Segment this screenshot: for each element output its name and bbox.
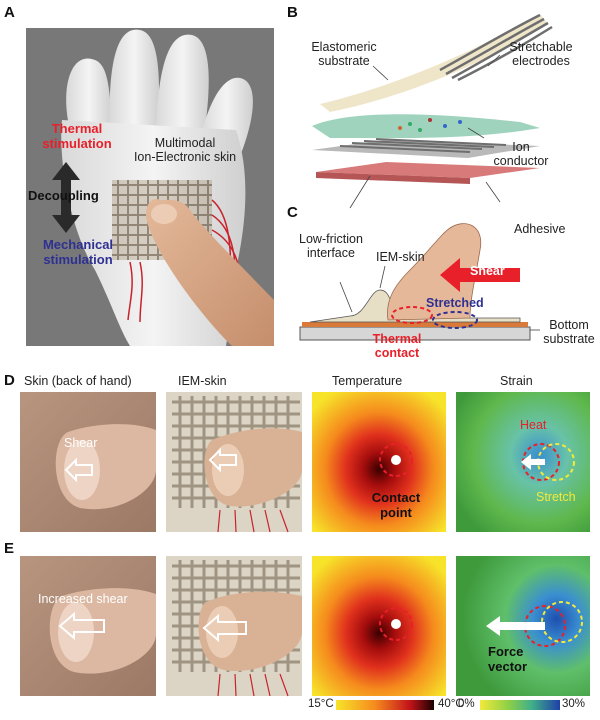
stretchable-electrodes-label: Stretchable electrodes (496, 40, 586, 68)
panel-label-b: B (287, 4, 298, 21)
mechanical-stimulation-label: Mechanical stimulation (28, 237, 128, 267)
column-header-skin: Skin (back of hand) (24, 374, 132, 388)
thermal-contact-line1: Thermal (372, 332, 422, 346)
contact-line2: point (380, 505, 412, 520)
column-header-strain: Strain (500, 374, 533, 388)
lowfriction-line2: interface (307, 246, 355, 260)
elastomeric-line2: substrate (318, 54, 370, 68)
low-friction-interface-label: Low-friction interface (290, 232, 372, 260)
multimodal-skin-label: Multimodal Ion-Electronic skin (120, 136, 250, 164)
stretched-label: Stretched (426, 296, 484, 310)
column-header-ie-skin: IEM-skin (178, 374, 227, 388)
decoupling-label: Decoupling (28, 188, 99, 203)
panel-label-a: A (4, 4, 15, 21)
ie-skin-label-c: IEM-skin (376, 250, 425, 264)
stretchable-line1: Stretchable (509, 40, 573, 54)
force-line1: Force (488, 644, 524, 659)
shear-label-d: Shear (64, 436, 98, 450)
thermal-stimulation-label: Thermal stimulation (32, 121, 122, 151)
strain-min-label: 0% (458, 698, 475, 710)
ion-line1: Ion (512, 140, 530, 154)
strain-max-label: 30% (562, 698, 586, 710)
column-header-temperature: Temperature (332, 374, 403, 388)
stretch-label: Stretch (536, 490, 576, 504)
panel-label-e: E (4, 540, 15, 557)
temp-min-label: 15°C (308, 698, 334, 710)
skin-line1: Multimodal (154, 136, 216, 150)
ion-line2: conductor (493, 154, 549, 168)
mechanical-line1: Mechanical (42, 237, 114, 252)
mechanical-line2: stimulation (43, 252, 113, 267)
elastomeric-line1: Elastomeric (311, 40, 377, 54)
force-line2: vector (488, 659, 528, 674)
increased-shear-label: Increased shear (38, 592, 128, 606)
elastomeric-substrate-label: Elastomeric substrate (304, 40, 384, 68)
contact-line1: Contact (371, 490, 421, 505)
panel-label-d: D (4, 372, 15, 389)
thermal-contact-line2: contact (374, 346, 420, 360)
stretchable-line2: electrodes (512, 54, 570, 68)
adhesive-label: Adhesive (514, 222, 566, 236)
force-vector-label: Force vector (488, 644, 527, 674)
temp-max-label: 40°C (438, 698, 464, 710)
thermal-contact-label: Thermal contact (362, 332, 432, 360)
heat-label: Heat (520, 418, 547, 432)
ion-conductor-label: Ion conductor (486, 140, 556, 168)
panel-label-c: C (287, 204, 298, 221)
bottom-line2: substrate (543, 332, 595, 346)
shear-label-c: Shear (470, 264, 505, 278)
lowfriction-line1: Low-friction (299, 232, 363, 246)
skin-line2: Ion-Electronic skin (133, 150, 237, 164)
thermal-line1: Thermal (51, 121, 103, 136)
thermal-line2: stimulation (42, 136, 112, 151)
bottom-line1: Bottom (549, 318, 589, 332)
contact-point-label: Contact point (360, 490, 432, 520)
bottom-substrate-label: Bottom substrate (540, 318, 598, 346)
